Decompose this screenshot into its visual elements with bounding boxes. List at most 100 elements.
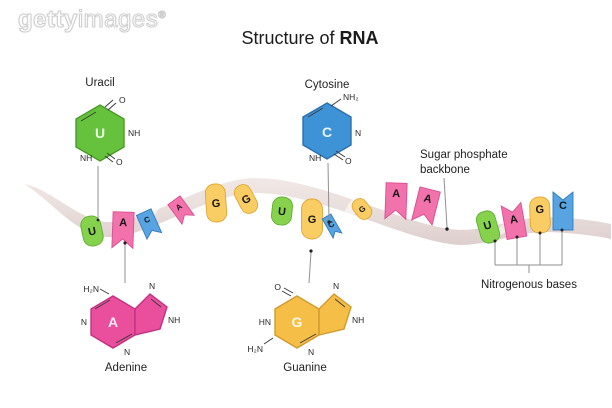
uracil-label: Uracil [85, 77, 114, 89]
base-A: A [384, 182, 408, 221]
base-G: G [529, 196, 551, 234]
chem-label-N: N [355, 128, 361, 138]
cytosine-ring-letter: C [322, 124, 332, 140]
chem-label-NH: NH [309, 153, 321, 163]
pointer-dot [538, 231, 542, 235]
guanine-label: Guanine [283, 362, 326, 374]
chem-label-N: N [81, 317, 87, 327]
double-bond [94, 299, 111, 310]
pointer-dot [560, 228, 564, 232]
base-A: A [111, 211, 135, 250]
bond [330, 98, 342, 107]
base-letter: A [422, 192, 433, 206]
base-shape [384, 182, 408, 221]
base-shape [111, 211, 135, 250]
base-letter: G [357, 204, 367, 215]
double-bond [150, 298, 162, 308]
uracil-ring-letter: U [95, 125, 105, 141]
cytosine-ring [302, 102, 352, 160]
base-shape [233, 184, 259, 214]
double-bond [334, 298, 346, 308]
watermark-brand-bold: getty [17, 5, 78, 33]
base-letter: U [87, 225, 97, 238]
chem-label-NH: NH [168, 315, 180, 325]
bond [99, 288, 110, 295]
bond [263, 337, 274, 345]
guanine-pointer-line [308, 251, 312, 284]
chem-label-H2N: H₂N [247, 344, 263, 354]
double-bond [307, 107, 324, 118]
pointer-dot [445, 227, 449, 231]
chem-label-NH2: NH₂ [343, 92, 359, 102]
base-shape [204, 183, 228, 223]
base-shape [411, 186, 441, 227]
guanine-pentagon [318, 293, 352, 336]
double-bond [80, 111, 97, 122]
base-shape [500, 201, 528, 240]
bond [104, 99, 114, 108]
cytosine-molecule: Cytosine NH₂ N O NH C [302, 79, 361, 166]
base-U: U [271, 196, 293, 226]
base-G: G [351, 198, 373, 220]
chem-label-N: N [308, 347, 314, 357]
base-letter: U [277, 206, 286, 219]
uracil-molecule: Uracil O NH O NH U [75, 77, 140, 167]
chem-label-N: N [333, 281, 339, 291]
base-G: G [301, 198, 323, 240]
base-A: A [500, 201, 528, 240]
base-letter: A [119, 217, 127, 229]
chem-label-O: O [345, 156, 352, 166]
bond [335, 150, 346, 158]
pointer-dot [327, 220, 331, 224]
backbone-pointer-line [443, 177, 448, 228]
bond [333, 153, 344, 161]
pointer-dot [96, 218, 100, 222]
pointer-dot [493, 239, 497, 243]
rna-strand: U A C A G [80, 182, 574, 250]
base-G: G [233, 184, 259, 214]
base-shape [135, 208, 163, 241]
bond [281, 290, 292, 297]
adenine-label: Adenine [105, 362, 147, 374]
base-G: G [204, 183, 228, 223]
base-letter: U [482, 219, 493, 233]
guanine-ring-letter: G [292, 314, 303, 330]
base-shape [552, 191, 574, 231]
chem-label-N: N [124, 347, 130, 357]
base-letter: A [392, 188, 400, 200]
chem-label-N: N [149, 281, 155, 291]
base-letter: G [308, 214, 317, 226]
uracil-ring [75, 104, 125, 162]
chem-label-O: O [119, 95, 126, 105]
base-A: A [411, 186, 441, 227]
chem-label-NH: NH [352, 315, 364, 325]
base-U: U [80, 215, 104, 247]
gettyimages-watermark: gettyimages® [17, 5, 167, 34]
sugar-phosphate-label-line1: Sugar phosphate [420, 149, 508, 161]
pointer-dot [515, 235, 519, 239]
base-letter: G [535, 204, 544, 216]
base-C: C [321, 213, 343, 240]
chem-label-NH: NH [128, 128, 140, 138]
bond [106, 152, 116, 160]
double-bond [299, 333, 317, 344]
chem-label-HN: HN [259, 317, 271, 327]
base-U: U [475, 210, 501, 244]
base-A: A [167, 195, 196, 226]
base-letter: A [174, 202, 184, 213]
base-shape [271, 196, 293, 226]
pointer-dot [309, 249, 313, 253]
watermark-brand-light: images [77, 5, 159, 33]
bond [104, 155, 114, 163]
guanine-molecule: O HN H₂N N N NH G Guanine [247, 281, 364, 374]
chem-label-O: O [274, 282, 281, 292]
base-letter: G [211, 198, 220, 211]
cytosine-pointer-line [327, 162, 330, 222]
base-shape [167, 195, 196, 226]
registered-mark-icon: ® [158, 9, 167, 21]
base-C: C [135, 208, 163, 241]
pointer-dot [123, 241, 127, 245]
base-shape [80, 215, 104, 247]
